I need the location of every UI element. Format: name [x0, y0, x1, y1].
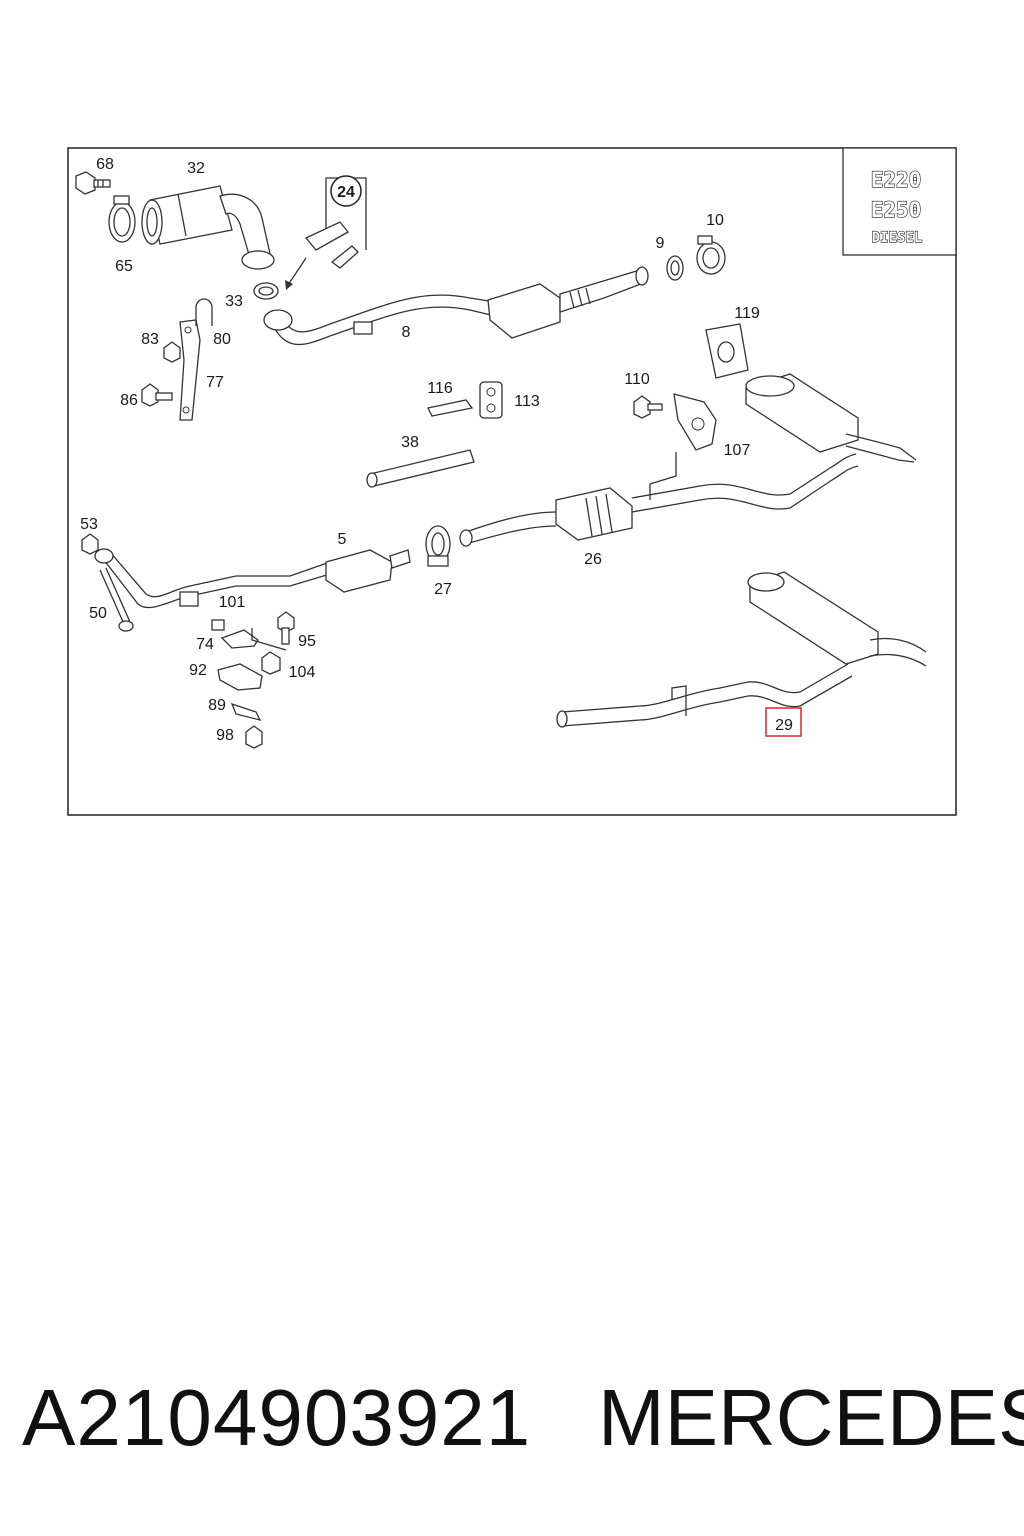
- model-badge: E220 E250 DIESEL: [842, 147, 957, 256]
- callout-74: 74: [196, 636, 214, 653]
- callout-80: 80: [213, 331, 231, 348]
- callout-89: 89: [208, 697, 226, 714]
- part-10-clamp: [696, 235, 726, 275]
- callout-92: 92: [189, 662, 207, 679]
- part-38-pipe-section: [366, 449, 475, 488]
- part-92-bracket: [217, 663, 263, 691]
- part-95-bolt: [277, 611, 295, 645]
- callout-107: 107: [724, 442, 751, 459]
- callout-8: 8: [402, 324, 411, 341]
- callout-101: 101: [219, 594, 246, 611]
- callout-116: 116: [427, 380, 453, 397]
- callout-86: 86: [120, 392, 138, 409]
- part-5-pipe-converter: [94, 548, 411, 609]
- callout-5: 5: [338, 531, 347, 548]
- model-e250: E250: [871, 198, 922, 222]
- part-26-center-silencer: [459, 452, 859, 547]
- part-101-bracket: [220, 628, 287, 651]
- callout-50: 50: [89, 605, 107, 622]
- part-110-bolt: [633, 395, 663, 419]
- part-29-rear-silencer: [556, 571, 927, 728]
- callout-9: 9: [656, 235, 665, 252]
- callout-68: 68: [96, 156, 114, 173]
- part-77-bracket: [179, 319, 201, 421]
- part-83-nut: [163, 341, 181, 363]
- part-27-clamp: [425, 525, 451, 567]
- part-24-bracket-set: [304, 175, 367, 269]
- callout-38: 38: [401, 434, 419, 451]
- part-rear-silencer-upper: [745, 373, 917, 463]
- callout-29-highlight-box: [765, 707, 802, 737]
- callout-119: 119: [734, 305, 760, 322]
- model-e220: E220: [871, 168, 922, 192]
- part-53-nut: [81, 533, 99, 555]
- callout-33: 33: [225, 293, 243, 310]
- callout-104: 104: [289, 664, 316, 681]
- brand-name: MERCEDES: [598, 1373, 1024, 1462]
- part-98-nut: [245, 725, 263, 749]
- diagram-frame: [67, 147, 957, 816]
- callout-27: 27: [434, 581, 452, 598]
- part-89-clip: [230, 702, 262, 721]
- callout-110: 110: [624, 371, 650, 388]
- part-80-u-bolt: [195, 298, 213, 326]
- model-diesel: DIESEL: [872, 230, 923, 246]
- callout-83: 83: [141, 331, 159, 348]
- part-104-nut: [261, 651, 281, 675]
- part-9-gasket: [666, 255, 684, 281]
- callout-53: 53: [80, 516, 98, 533]
- part-50-bolt: [99, 567, 134, 632]
- part-116-hanger: [427, 399, 474, 417]
- callout-95: 95: [298, 633, 316, 650]
- part-8-front-pipe-catalyst: [263, 266, 649, 346]
- callout-113: 113: [514, 393, 540, 410]
- part-32-catalytic-converter: [141, 185, 275, 270]
- part-number: A2104903921: [22, 1373, 532, 1462]
- callout-29: 29: [775, 717, 793, 734]
- part-86-bolt: [141, 383, 173, 407]
- footer: A2104903921 MERCEDES: [0, 1370, 1024, 1470]
- part-113-rubber-mount: [479, 381, 503, 419]
- part-65-clamp: [108, 195, 136, 243]
- callout-10: 10: [706, 212, 724, 229]
- callout-26: 26: [584, 551, 602, 568]
- part-33-gasket: [253, 282, 279, 300]
- callout-24: 24: [337, 184, 355, 201]
- part-74-clip: [211, 619, 225, 631]
- callout-32: 32: [187, 160, 205, 177]
- part-68-bolt: [75, 171, 111, 195]
- callout-77: 77: [206, 374, 224, 391]
- callout-65: 65: [115, 258, 133, 275]
- part-107-bracket: [673, 393, 717, 451]
- callout-98: 98: [216, 727, 234, 744]
- part-119-rubber-mount: [705, 323, 749, 379]
